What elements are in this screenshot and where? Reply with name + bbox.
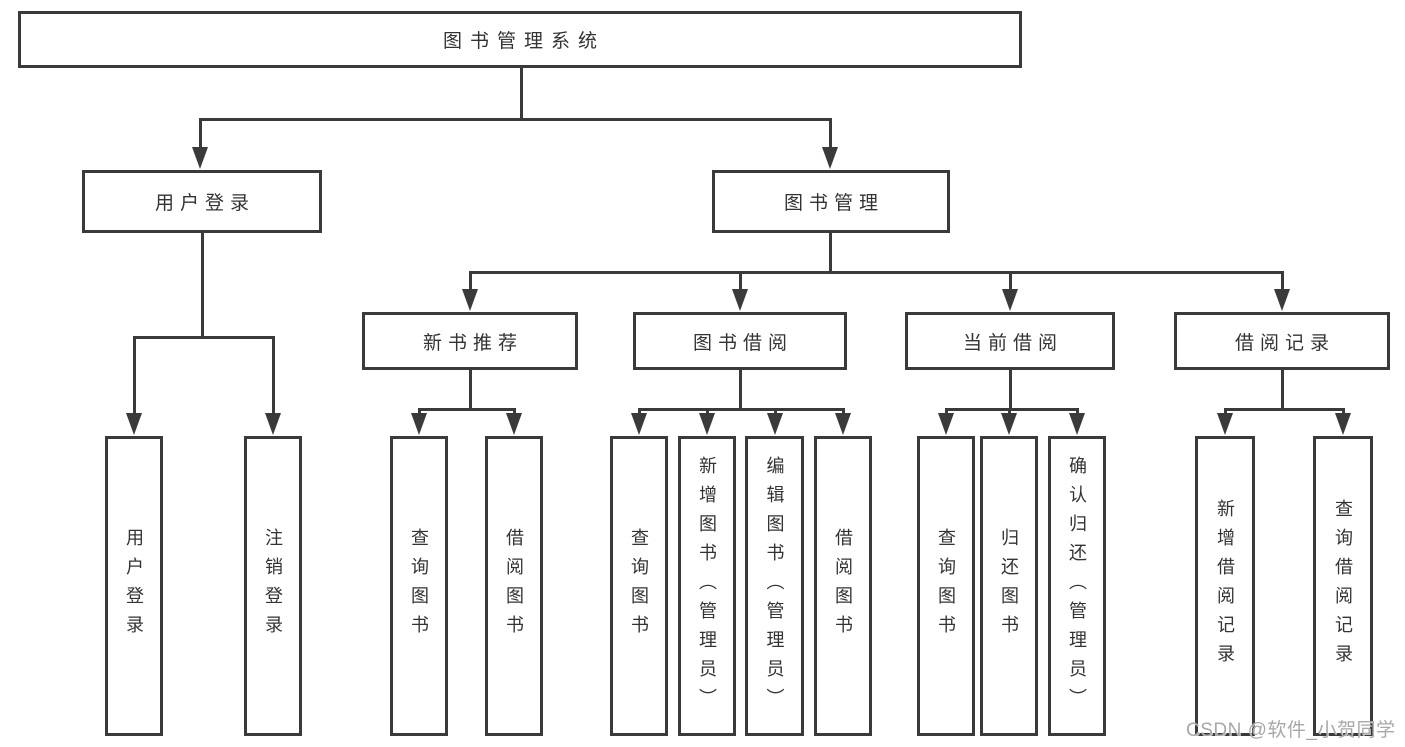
arrow-down-icon xyxy=(462,289,478,311)
connector-drop-line xyxy=(1280,271,1284,293)
connector-bar-line xyxy=(1223,408,1345,411)
node-current-borrowing: 当前借阅 xyxy=(905,312,1115,370)
arrow-down-icon xyxy=(1274,289,1290,311)
arrow-down-icon xyxy=(1002,289,1018,311)
connector-drop-line xyxy=(828,118,832,151)
arrow-down-icon xyxy=(1069,413,1085,435)
node-book-management: 图书管理 xyxy=(712,170,950,233)
leaf-borrow-books-borrow: 借阅图书 xyxy=(814,436,872,736)
leaf-borrow-books-borrow-label: 借阅图书 xyxy=(833,528,853,644)
leaf-logout-login: 注销登录 xyxy=(244,436,302,736)
connector-bar-line xyxy=(637,408,845,411)
leaf-return-books-label: 归还图书 xyxy=(999,528,1019,644)
leaf-confirm-return-admin-label: 确认归还（管理员） xyxy=(1067,455,1087,717)
connector-drop-line xyxy=(1007,408,1011,417)
connector-drop-line xyxy=(773,408,777,417)
leaf-query-books-recommend: 查询图书 xyxy=(390,436,448,736)
leaf-add-borrow-record-label: 新增借阅记录 xyxy=(1215,499,1235,673)
leaf-query-books-borrow-label: 查询图书 xyxy=(629,528,649,644)
connector-bar-line xyxy=(132,336,275,339)
arrow-down-icon xyxy=(1335,413,1351,435)
node-new-book-recommendation: 新书推荐 xyxy=(362,312,578,370)
node-book-management-label: 图书管理 xyxy=(783,193,884,214)
connector-drop-line xyxy=(1075,408,1079,417)
node-new-book-recommendation-label: 新书推荐 xyxy=(422,332,523,354)
arrow-down-icon xyxy=(1217,413,1233,435)
leaf-query-books-recommend-label: 查询图书 xyxy=(409,528,429,644)
node-borrowing-records-label: 借阅记录 xyxy=(1234,332,1335,354)
leaf-add-books-admin: 新增图书（管理员） xyxy=(678,436,736,736)
node-user-login: 用户登录 xyxy=(82,170,322,233)
connector-stem-line xyxy=(519,66,523,121)
connector-drop-line xyxy=(512,408,516,417)
arrow-down-icon xyxy=(699,413,715,435)
connector-drop-line xyxy=(1223,408,1227,417)
arrow-down-icon xyxy=(506,413,522,435)
connector-drop-line xyxy=(468,271,472,293)
arrow-down-icon xyxy=(938,413,954,435)
node-borrowing-records: 借阅记录 xyxy=(1174,312,1390,370)
connector-drop-line xyxy=(637,408,641,417)
leaf-edit-books-admin-label: 编辑图书（管理员） xyxy=(764,455,785,717)
leaf-query-books-current: 查询图书 xyxy=(917,436,975,736)
arrow-down-icon xyxy=(631,413,647,435)
leaf-borrow-books-recommend: 借阅图书 xyxy=(485,436,543,736)
connector-stem-line xyxy=(468,368,472,411)
connector-stem-line xyxy=(1280,368,1284,411)
connector-bar-line xyxy=(944,408,1079,411)
connector-drop-line xyxy=(841,408,845,417)
leaf-edit-books-admin: 编辑图书（管理员） xyxy=(745,436,804,736)
arrow-down-icon xyxy=(265,413,281,435)
arrow-down-icon xyxy=(1001,413,1017,435)
arrow-down-icon xyxy=(822,147,838,169)
leaf-query-books-borrow: 查询图书 xyxy=(610,436,668,736)
leaf-add-books-admin-label: 新增图书（管理员） xyxy=(697,455,717,717)
leaf-borrow-books-recommend-label: 借阅图书 xyxy=(504,528,524,644)
leaf-confirm-return-admin: 确认归还（管理员） xyxy=(1048,436,1106,736)
csdn-watermark: CSDN @软件_小贺同学 xyxy=(1186,720,1396,741)
connector-stem-line xyxy=(1008,368,1012,411)
leaf-query-books-current-label: 查询图书 xyxy=(936,528,956,644)
node-user-login-label: 用户登录 xyxy=(154,193,255,214)
leaf-query-borrow-record-label: 查询借阅记录 xyxy=(1333,499,1353,673)
node-library-management-system: 图书管理系统 xyxy=(18,11,1022,68)
leaf-logout-login-label: 注销登录 xyxy=(263,528,283,644)
leaf-query-borrow-record: 查询借阅记录 xyxy=(1313,436,1373,736)
connector-drop-line xyxy=(271,336,275,417)
connector-stem-line xyxy=(200,231,204,339)
leaf-user-login: 用户登录 xyxy=(105,436,163,736)
connector-drop-line xyxy=(944,408,948,417)
leaf-user-login-label: 用户登录 xyxy=(124,528,144,644)
arrow-down-icon xyxy=(732,289,748,311)
connector-bar-line xyxy=(468,271,1284,274)
connector-drop-line xyxy=(705,408,709,417)
arrow-down-icon xyxy=(835,413,851,435)
arrow-down-icon xyxy=(192,147,208,169)
node-library-management-system-label: 图书管理系统 xyxy=(442,31,605,52)
arrow-down-icon xyxy=(767,413,783,435)
connector-stem-line xyxy=(828,231,832,274)
connector-drop-line xyxy=(738,271,742,293)
arrow-down-icon xyxy=(126,413,142,435)
connector-drop-line xyxy=(417,408,421,417)
connector-drop-line xyxy=(132,336,136,417)
leaf-add-borrow-record: 新增借阅记录 xyxy=(1195,436,1255,736)
connector-drop-line xyxy=(1008,271,1012,293)
node-book-borrowing-label: 图书借阅 xyxy=(692,332,793,354)
connector-drop-line xyxy=(198,118,202,151)
node-current-borrowing-label: 当前借阅 xyxy=(962,332,1063,354)
leaf-return-books: 归还图书 xyxy=(980,436,1038,736)
connector-bar-line xyxy=(198,118,832,121)
arrow-down-icon xyxy=(411,413,427,435)
connector-stem-line xyxy=(738,368,742,411)
node-book-borrowing: 图书借阅 xyxy=(633,312,847,370)
connector-drop-line xyxy=(1341,408,1345,417)
connector-bar-line xyxy=(417,408,516,411)
